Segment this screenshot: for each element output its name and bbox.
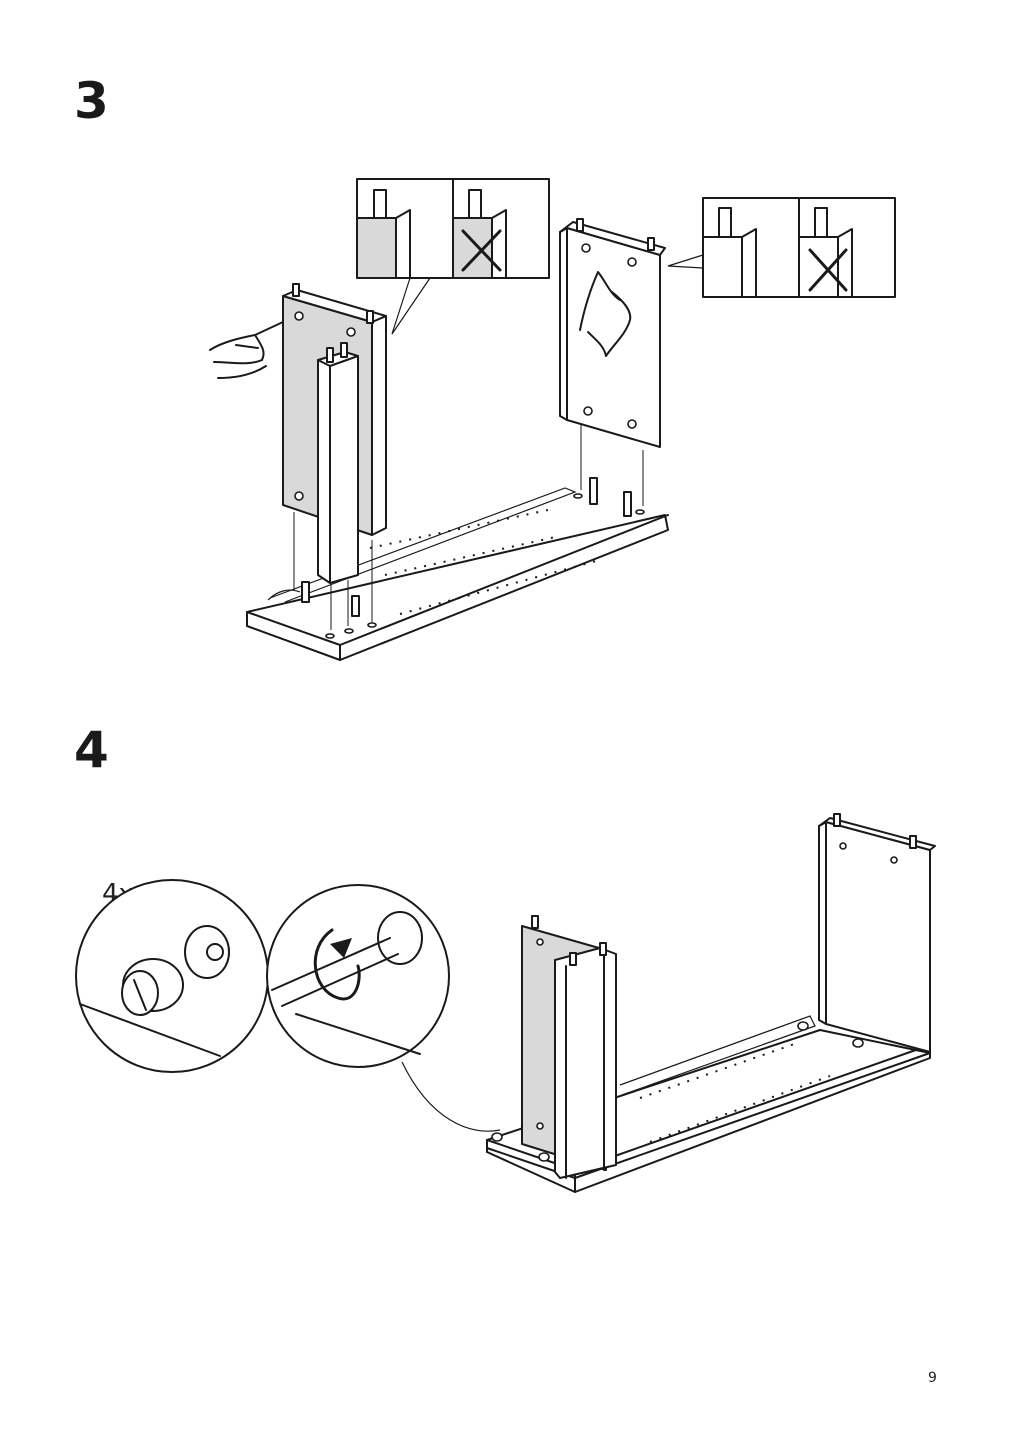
dowel-detail-callout-left [356,178,550,335]
right-side-panel [559,218,666,506]
base-panel [246,477,669,661]
cabinet-right-panel [818,813,936,1053]
rotate-arrow-icon [313,928,361,1001]
pressing-hand-icon [579,271,632,357]
turn-screwdriver-detail-circle [266,884,501,1132]
cam-lock-detail-circle [75,879,269,1073]
step-4-illustration: 4x [75,813,936,1193]
step-4-number: 4 [74,721,109,779]
front-divider-panel [317,342,359,630]
pointing-hand-icon [209,321,284,379]
step-3-illustration [209,178,896,661]
step-3-number: 3 [74,72,109,130]
page-number: 9 [928,1370,937,1386]
dowel-detail-callout-right [667,197,896,298]
cabinet-left-panel [521,915,617,1179]
